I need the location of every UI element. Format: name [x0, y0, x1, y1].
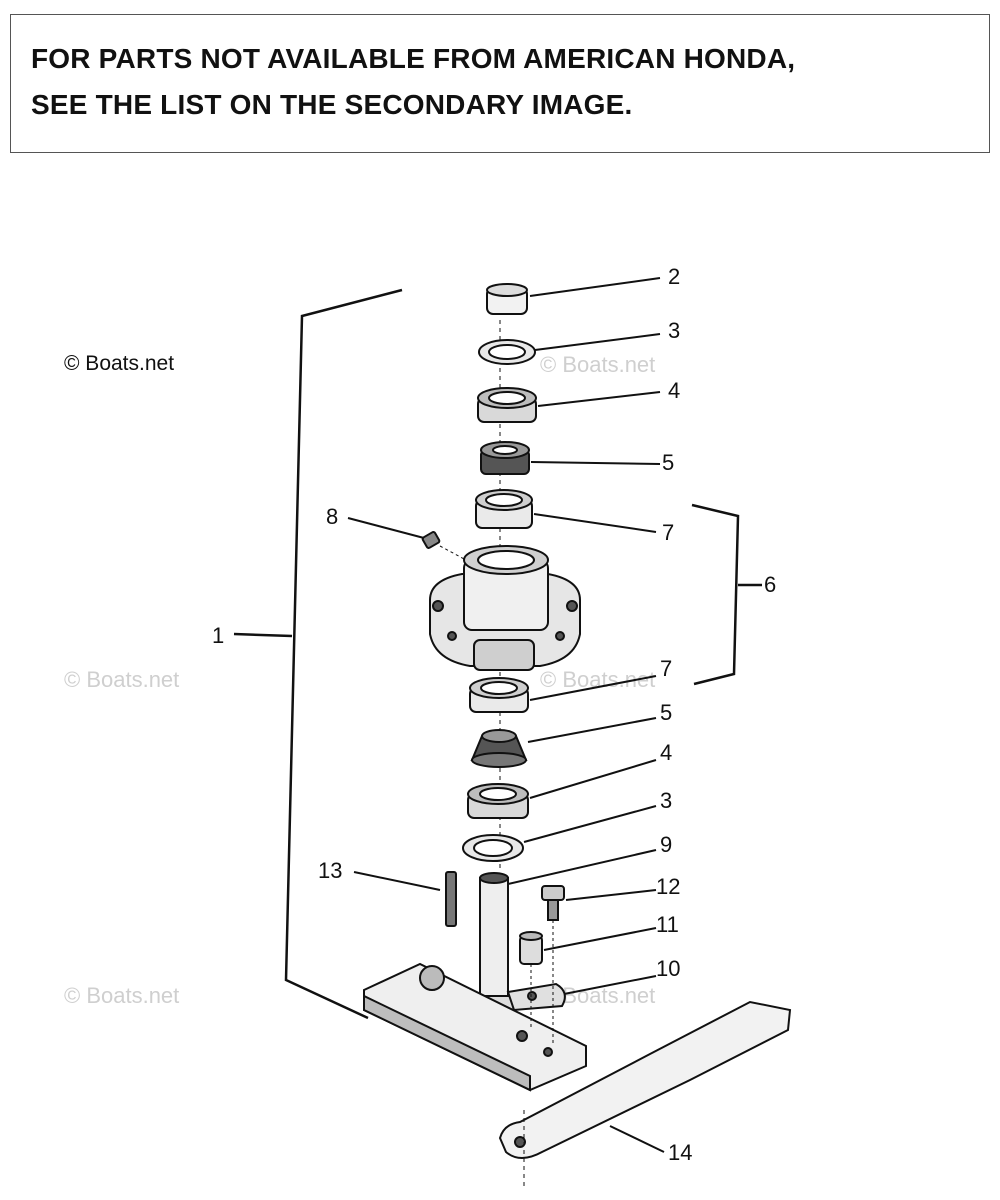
notice-line-1: FOR PARTS NOT AVAILABLE FROM AMERICAN HO… — [31, 43, 796, 74]
bracket-6 — [691, 503, 740, 686]
part-spindle-housing — [429, 545, 581, 671]
part-washer-top — [478, 339, 536, 365]
callout-7: 7 — [662, 520, 674, 545]
callout-11: 11 — [656, 912, 679, 937]
part-base-plate — [363, 962, 587, 1092]
notice-box: FOR PARTS NOT AVAILABLE FROM AMERICAN HO… — [10, 14, 990, 153]
callout-9: 9 — [660, 832, 672, 857]
callout-3: 3 — [660, 788, 672, 813]
watermark: © Boats.net — [540, 352, 656, 377]
part-key — [445, 871, 457, 927]
part-bearing-top — [480, 441, 530, 475]
part-cap — [486, 283, 528, 315]
part-bolt — [541, 885, 565, 921]
callout-14: 14 — [668, 1140, 692, 1165]
callout-13: 13 — [318, 858, 342, 883]
copyright-label: © Boats.net — [64, 352, 175, 375]
part-tab — [506, 982, 566, 1012]
callout-1: 1 — [212, 623, 224, 648]
callout-4: 4 — [668, 378, 680, 403]
callout-4: 4 — [660, 740, 672, 765]
callout-7: 7 — [660, 656, 672, 681]
callout-10: 10 — [656, 956, 680, 981]
notice-line-2: SEE THE LIST ON THE SECONDARY IMAGE. — [31, 89, 633, 120]
part-seal-top — [477, 387, 537, 423]
bracket-1 — [284, 288, 403, 1020]
callout-5: 5 — [660, 700, 672, 725]
part-blade — [498, 1000, 792, 1159]
callout-5: 5 — [662, 450, 674, 475]
callout-6: 6 — [764, 572, 776, 597]
part-race-bottom — [469, 677, 529, 713]
part-seal-bottom — [467, 783, 529, 819]
leader-1 — [233, 632, 293, 638]
part-race-top — [475, 489, 533, 529]
part-bearing-bottom — [470, 729, 528, 768]
watermark: © Boats.net — [64, 667, 180, 692]
watermark: © Boats.net — [64, 983, 180, 1008]
callout-12: 12 — [656, 874, 680, 899]
part-pin — [519, 931, 543, 965]
callout-2: 2 — [668, 264, 680, 289]
part-grease-fitting — [421, 531, 441, 549]
part-washer-bottom — [462, 834, 524, 862]
callout-8: 8 — [326, 504, 338, 529]
callout-3: 3 — [668, 318, 680, 343]
